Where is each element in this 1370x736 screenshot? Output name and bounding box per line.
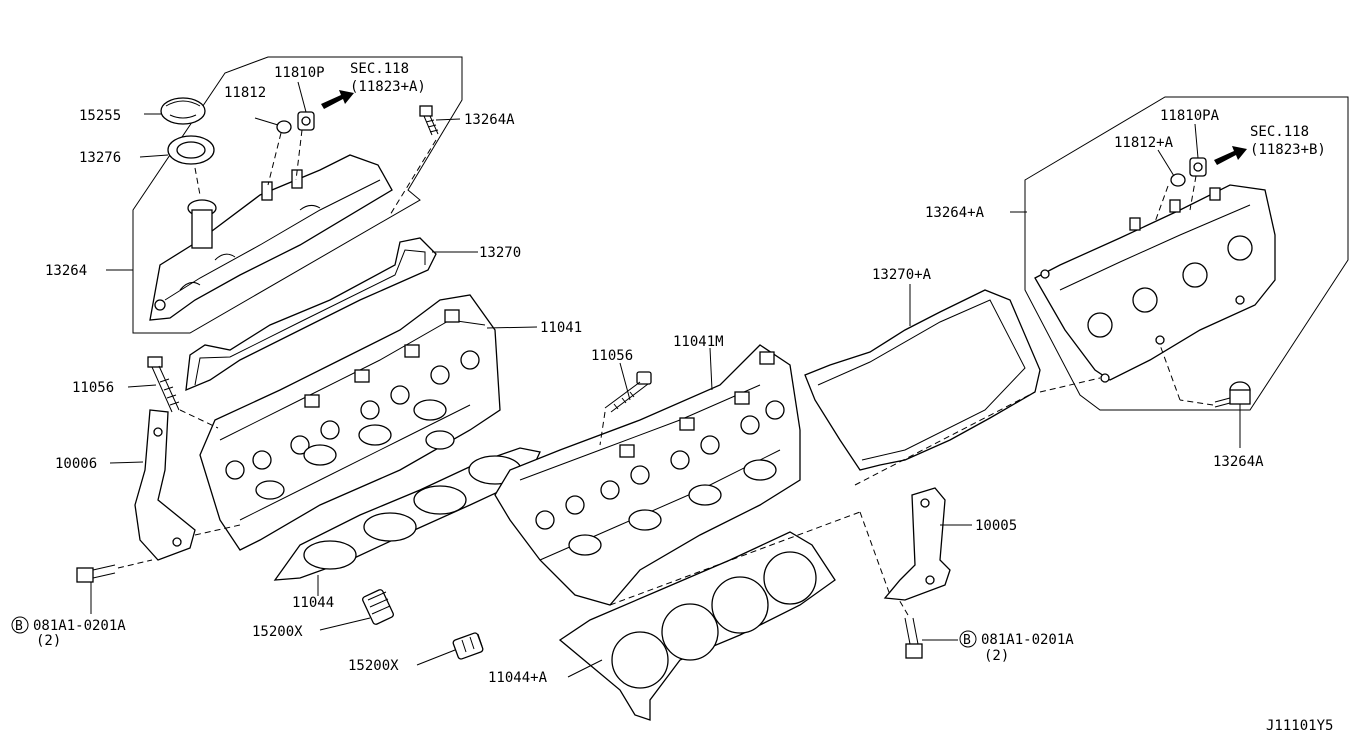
head-bolt-right[interactable] — [604, 371, 652, 413]
label-11041m[interactable]: 11041M — [673, 334, 724, 350]
left-cover-gasket[interactable] — [185, 237, 437, 392]
label-11812a[interactable]: 11812+A — [1114, 135, 1174, 151]
label-15200x-1[interactable]: 15200X — [252, 624, 303, 640]
right-rocker-cover[interactable] — [1034, 184, 1276, 383]
label-13270a[interactable]: 13270+A — [872, 267, 932, 283]
right-cover-frame — [1024, 96, 1349, 411]
left-cylinder-head[interactable] — [199, 294, 501, 551]
left-head-bracket[interactable] — [134, 409, 196, 561]
bolt-symbol-right: B — [963, 633, 971, 648]
oil-filler-cap[interactable] — [160, 97, 206, 125]
right-cover-gasket[interactable] — [804, 289, 1041, 471]
pcv-valve-right[interactable] — [1170, 173, 1186, 187]
label-sec118-a-ref[interactable]: (11823+A) — [350, 79, 426, 95]
chain-tensioner-1[interactable] — [362, 589, 395, 625]
pcv-connector-right[interactable] — [1189, 157, 1207, 177]
label-11810p[interactable]: 11810P — [274, 65, 325, 81]
left-rocker-cover[interactable] — [149, 154, 393, 321]
label-11044[interactable]: 11044 — [292, 595, 334, 611]
label-11041[interactable]: 11041 — [540, 320, 582, 336]
label-13276[interactable]: 13276 — [79, 150, 121, 166]
label-11056-mid[interactable]: 11056 — [591, 348, 633, 364]
label-13264a-right[interactable]: 13264A — [1213, 454, 1264, 470]
label-sec118-b[interactable]: SEC.118 — [1250, 124, 1309, 140]
sec118-b-arrow-icon — [1214, 146, 1247, 165]
right-cylinder-head[interactable] — [494, 344, 801, 606]
bracket-bolt-right[interactable] — [904, 617, 923, 659]
bolt-symbol-left: B — [15, 619, 23, 634]
label-13264[interactable]: 13264 — [45, 263, 87, 279]
label-13264-plus-a[interactable]: 13264+A — [925, 205, 985, 221]
pcv-valve-left[interactable] — [276, 120, 292, 134]
label-bolt-left-qty: (2) — [36, 633, 61, 649]
label-13270[interactable]: 13270 — [479, 245, 521, 261]
label-sec118-a[interactable]: SEC.118 — [350, 61, 409, 77]
label-bolt-right[interactable]: 081A1-0201A — [981, 632, 1074, 648]
right-head-bracket[interactable] — [883, 487, 951, 601]
right-head-gasket[interactable] — [558, 531, 836, 721]
label-11044a[interactable]: 11044+A — [488, 670, 548, 686]
chain-tensioner-2[interactable] — [452, 632, 484, 660]
label-11812[interactable]: 11812 — [224, 85, 266, 101]
label-15200x-2[interactable]: 15200X — [348, 658, 399, 674]
label-bolt-left[interactable]: 081A1-0201A — [33, 618, 126, 634]
filler-gasket[interactable] — [167, 135, 215, 165]
bracket-bolt-left[interactable] — [76, 564, 116, 583]
label-11810pa[interactable]: 11810PA — [1160, 108, 1220, 124]
label-15255[interactable]: 15255 — [79, 108, 121, 124]
head-bolt-left[interactable] — [147, 356, 180, 413]
label-11056-left[interactable]: 11056 — [72, 380, 114, 396]
diagram-code: J11101Y5 — [1266, 718, 1333, 734]
cover-bolt-right[interactable] — [1214, 381, 1251, 408]
label-10005[interactable]: 10005 — [975, 518, 1017, 534]
pcv-connector-left[interactable] — [297, 111, 315, 131]
label-10006[interactable]: 10006 — [55, 456, 97, 472]
label-bolt-right-qty: (2) — [984, 648, 1009, 664]
label-sec118-b-ref[interactable]: (11823+B) — [1250, 142, 1326, 158]
left-head-gasket[interactable] — [273, 447, 541, 581]
sec118-a-arrow-icon — [321, 90, 354, 109]
bolt-symbol-right-icon — [959, 630, 977, 648]
bolt-symbol-left-icon — [11, 616, 29, 634]
label-13264a-top[interactable]: 13264A — [464, 112, 515, 128]
left-cover-frame — [132, 56, 463, 334]
cover-bolt-top[interactable] — [419, 105, 439, 136]
